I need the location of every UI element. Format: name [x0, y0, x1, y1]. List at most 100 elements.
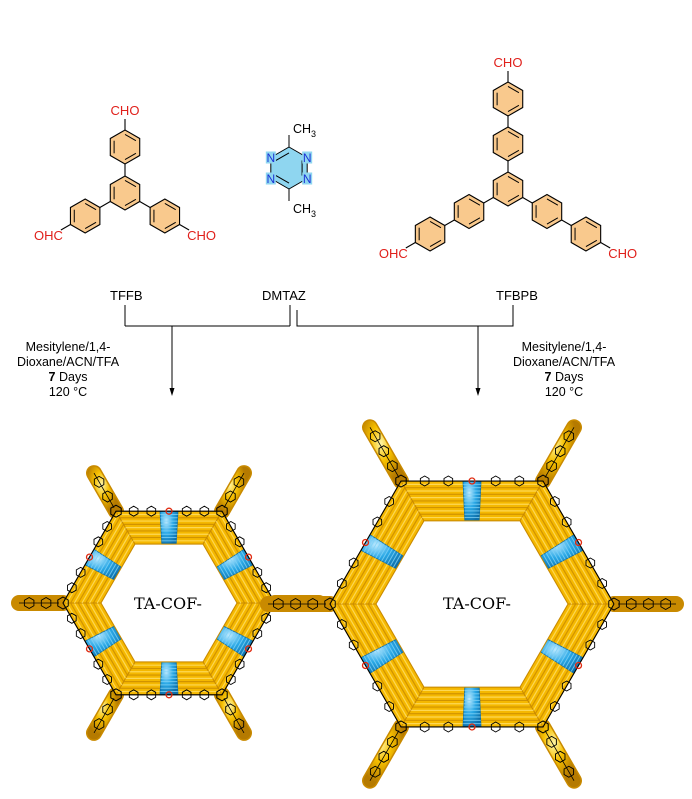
tfbpb-arm-ring-2-0	[531, 193, 563, 230]
ta-cof-small-framework	[11, 465, 327, 741]
tfbpb-arm-ring-0-0-double-bond	[507, 130, 520, 139]
tfbpb-arm-ring-1-0	[453, 193, 485, 230]
cof-large-arm-ring	[555, 445, 566, 458]
cof-small-triazine-layer	[229, 633, 239, 648]
cof-large-framework-ring	[443, 721, 454, 733]
cof-large-triazine-layer	[381, 646, 391, 662]
cof-small-triazine-layer	[238, 552, 248, 569]
cof-large-arm-ring	[387, 735, 398, 748]
cof-large-arm-ring	[369, 430, 381, 443]
cof-small-framework-ring	[93, 658, 104, 670]
cof-small-framework-ring	[128, 689, 139, 701]
cof-small-arm-bond	[223, 472, 245, 508]
right-cond-temp: 120 °C	[544, 385, 584, 399]
cof-large-triazine-layer	[366, 654, 377, 670]
cof-large-triazine-layer	[545, 552, 554, 566]
cof-large-arm-ring	[387, 460, 398, 473]
tfbpb-label: TFBPB	[496, 288, 538, 303]
cof-small-triazine-layer	[105, 630, 114, 645]
cof-small-triazine-layer	[90, 552, 100, 569]
cof-large-framework-ring	[337, 618, 347, 631]
cof-large-triazine-layer	[553, 646, 563, 662]
cof-large-node-ring	[537, 720, 549, 734]
cof-large-triazine-layer	[548, 643, 557, 658]
cof-small-arm-ring	[233, 718, 245, 731]
dmtaz-n-bg	[265, 151, 276, 164]
right-cond-solvent-2: Dioxane/ACN/TFA	[512, 355, 616, 369]
cof-large-triazine-layer	[375, 649, 385, 665]
cof-small-triazine-layer	[227, 559, 236, 575]
ta-cof-large-label: TA-COF-	[443, 594, 511, 613]
cof-small-framework-ring	[67, 612, 77, 624]
cof-small-triazine-layer	[93, 554, 103, 570]
tffb-aldehyde-right_group: CHO	[187, 228, 216, 243]
cof-small-node-ring	[110, 688, 122, 702]
cof-small-arm-ring	[40, 596, 52, 610]
cof-large-triazine-layer	[565, 652, 575, 669]
tfbpb-link-bond	[444, 219, 455, 226]
tfbpb-link-bond	[561, 219, 572, 226]
reaction-arrows	[124, 305, 514, 390]
cof-large-framework-ring	[384, 496, 394, 508]
cof-small-framework-ring	[128, 505, 139, 517]
tfbpb-arm-ring-1-0-double-bond	[468, 198, 481, 206]
cof-small-framework-ring	[67, 582, 77, 594]
tfbpb-aldehyde-right_group: CHO	[608, 246, 637, 261]
cof-large-imine-link	[468, 477, 476, 485]
dmtaz-n-bg	[302, 172, 313, 185]
cof-large-triazine-layer	[384, 645, 393, 660]
cof-large-arm-ring	[546, 735, 557, 748]
dmtaz-double-bond	[275, 152, 290, 161]
cof-large-triazine-layer	[551, 548, 560, 563]
cof-large-framework-ring	[372, 516, 383, 528]
cof-small-triazine-layer	[111, 565, 120, 579]
cof-small-framework-ring	[102, 520, 112, 533]
tfbpb-arm-ring-1-1	[414, 216, 446, 252]
cof-small-framework-ring	[181, 505, 192, 517]
cof-small-framework-ring	[226, 673, 236, 686]
cof-small-framework-ring	[234, 658, 245, 670]
cof-small-triazine-layer	[111, 627, 120, 641]
cof-large-framework-ring	[597, 618, 607, 631]
dmtaz-methyl-bottom-sub: 3	[311, 209, 316, 219]
cof-small-imine-link	[244, 553, 253, 561]
left-cond-solvent-2: Dioxane/ACN/TFA	[16, 355, 120, 369]
cof-small-triazine-layer	[218, 565, 227, 579]
cof-large-triazine-layer	[551, 645, 560, 660]
dmtaz-nitrogen-0: N	[303, 151, 312, 165]
cof-small-framework-ring	[199, 689, 210, 701]
cof-small-triazine-layer	[108, 628, 117, 643]
cof-large-triazine-layer	[556, 648, 566, 663]
cof-large-arm-bond	[369, 427, 400, 478]
cof-large-triazine-layer	[378, 648, 388, 663]
cof-small-node-ring	[110, 504, 122, 518]
cof-large-framework-ring	[490, 721, 501, 733]
cof-large-triazine-layer	[556, 545, 566, 560]
cof-small-triazine-layer	[105, 561, 114, 576]
cof-small-framework-ring	[261, 612, 271, 624]
cof-large-triazine-layer	[393, 554, 402, 568]
tffb-arm-ring-1	[69, 198, 101, 234]
ta-cof-small-label: TA-COF-	[134, 594, 202, 613]
tffb-label: TFFB	[110, 288, 143, 303]
cof-small-node-ring	[216, 688, 228, 702]
left-arrow-head	[169, 388, 175, 396]
cof-large-framework-ring	[384, 700, 394, 712]
cof-large-triazine-layer	[559, 543, 569, 559]
cof-small-arm-ring	[93, 718, 105, 731]
cof-large-framework-ring	[561, 680, 572, 692]
cof-small-arm-bond	[93, 698, 115, 734]
cof-large-framework-ring	[348, 557, 359, 569]
cof-large-arm-ring	[555, 750, 566, 763]
tfbpb-arm-ring-1-0-double-bond	[468, 217, 481, 225]
cof-large-arm-bond	[369, 730, 400, 781]
cof-large-triazine-layer	[375, 543, 385, 559]
tfbpb-core-ring-double-bond	[507, 194, 520, 203]
left-conditions: Mesitylene/1,4- Dioxane/ACN/TFA 7 Days 1…	[0, 340, 136, 400]
dmtaz-n-bg	[265, 172, 276, 185]
tfbpb-link-bond	[522, 197, 533, 204]
cof-large-triazine-layer	[378, 545, 388, 560]
tffb-arm-ring-0-double-bond	[124, 152, 137, 161]
dmtaz-methyl-top: CH	[293, 122, 311, 136]
